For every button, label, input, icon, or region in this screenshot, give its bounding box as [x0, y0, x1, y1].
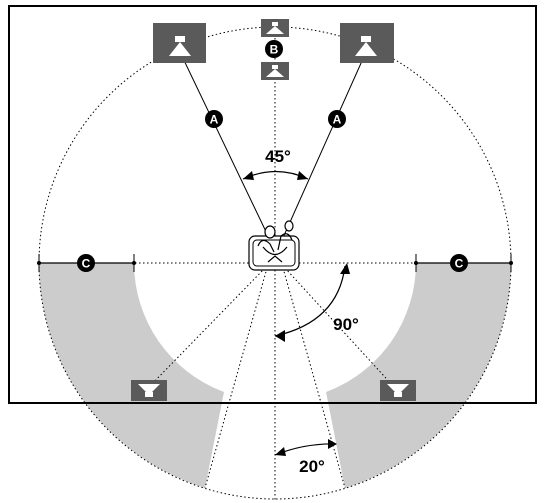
speaker-icon — [169, 36, 191, 56]
badge-front-right: A — [328, 110, 346, 128]
surround-guide-left — [147, 267, 266, 389]
angle-arc-90 — [274, 263, 350, 342]
angle-arc-20 — [274, 439, 337, 456]
speaker-icon — [138, 384, 160, 397]
badge-surround-right: C — [450, 254, 468, 272]
badge-surround-left: C — [77, 254, 95, 272]
angle-arc-45 — [242, 170, 309, 180]
listener-chair-icon — [248, 220, 300, 271]
surround-guide-right — [284, 267, 396, 389]
room-outline — [8, 5, 537, 404]
svg-text:C: C — [455, 257, 464, 271]
speaker-icon — [387, 384, 409, 397]
angle-label-45: 45° — [265, 147, 291, 166]
svg-text:C: C — [82, 257, 91, 271]
surround-zone-right — [326, 263, 511, 488]
front-right-speaker — [340, 23, 394, 63]
speaker-icon — [266, 65, 284, 77]
surround-left-speaker — [131, 380, 167, 401]
svg-text:A: A — [210, 113, 219, 127]
svg-text:A: A — [333, 113, 342, 127]
front-right-line — [281, 51, 367, 241]
surround-right-speaker — [380, 380, 416, 401]
speaker-icon — [266, 22, 284, 34]
center-speaker-bottom — [261, 62, 289, 80]
surround-zone-left — [39, 263, 224, 488]
rear-guide-right — [282, 267, 346, 489]
front-left-line — [179, 51, 271, 241]
front-left-speaker — [153, 23, 206, 63]
angle-label-20: 20° — [299, 457, 325, 476]
svg-text:B: B — [270, 43, 279, 57]
badge-center: B — [265, 40, 283, 58]
center-speaker-top — [261, 19, 289, 37]
angle-label-90: 90° — [333, 315, 359, 334]
badge-front-left: A — [205, 110, 223, 128]
speaker-icon — [355, 36, 377, 56]
rear-guide-left — [204, 267, 268, 489]
